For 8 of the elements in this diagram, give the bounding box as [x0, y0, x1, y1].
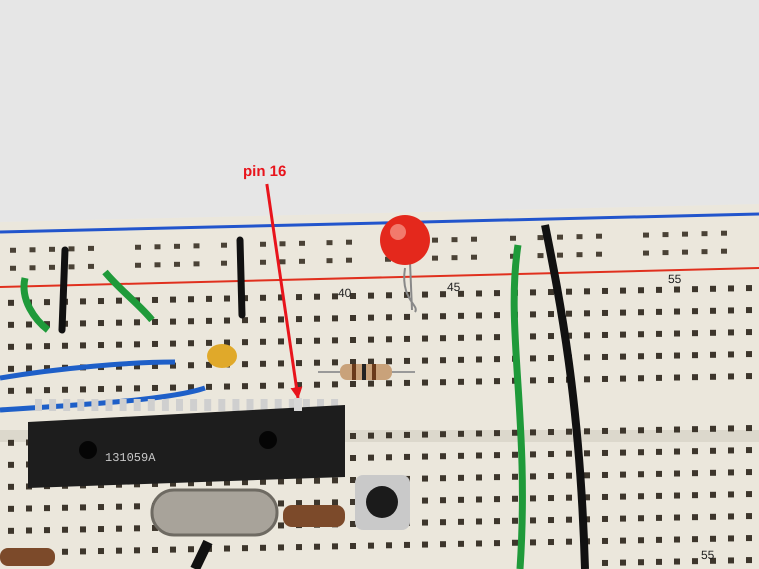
column-number: 55 — [701, 548, 714, 562]
column-number: 40 — [338, 286, 352, 300]
chip-marking: 131059A — [105, 451, 156, 465]
annotation-text: pin 16 — [243, 163, 286, 180]
column-number: 45 — [447, 280, 460, 294]
arrow — [265, 184, 302, 400]
column-number: 55 — [668, 272, 682, 286]
chip-pin — [294, 398, 302, 411]
